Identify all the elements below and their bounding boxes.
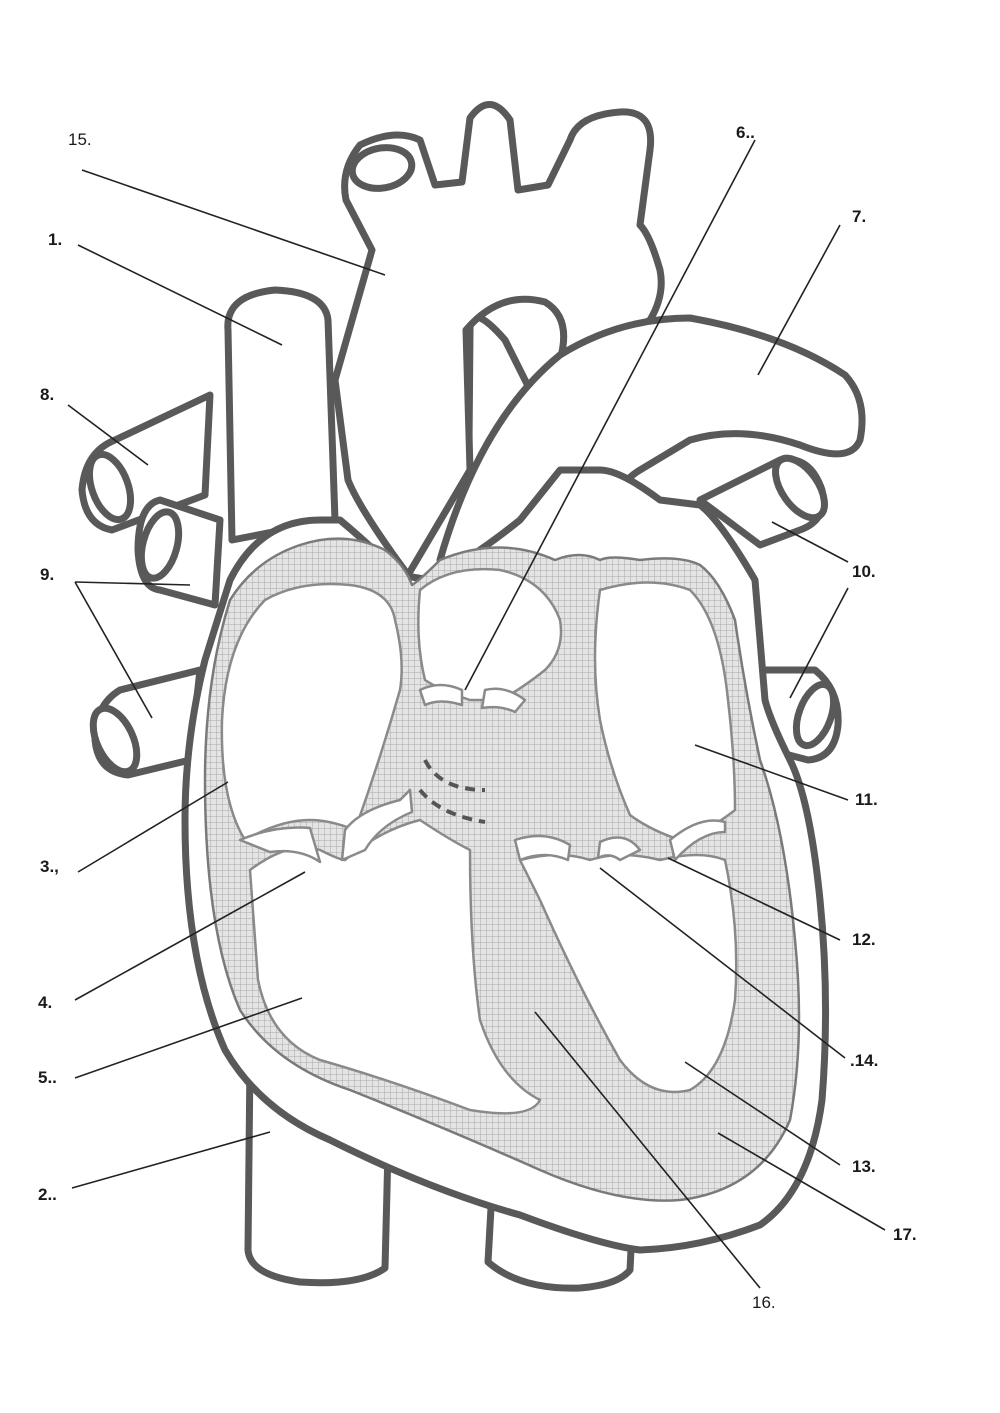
leader-13 (684, 1061, 841, 1166)
label-4: 4. (38, 993, 52, 1012)
label-7: 7. (852, 207, 866, 226)
label-6: 6.. (736, 123, 755, 142)
valves (238, 683, 727, 864)
leader-6 (464, 139, 756, 691)
leader-16 (534, 1011, 761, 1289)
leader-15 (81, 169, 386, 276)
leader-lines (67, 139, 886, 1289)
label-1: 1. (48, 230, 62, 249)
label-16: 16. (752, 1293, 776, 1312)
label-5: 5.. (38, 1068, 57, 1087)
label-12: 12. (852, 930, 876, 949)
leader-10b (789, 587, 849, 699)
leader-8 (67, 404, 149, 466)
leader-7 (757, 224, 841, 376)
dashed-septum-line (418, 759, 486, 824)
leader-1 (77, 244, 283, 346)
leader-17 (717, 1132, 886, 1231)
aortic-arch (331, 101, 665, 579)
label-10: 10. (852, 562, 876, 581)
leader-2 (71, 1131, 271, 1189)
label-8: 8. (40, 385, 54, 404)
label-11: 11. (855, 790, 878, 809)
leader-11 (694, 744, 849, 801)
leader-9a (74, 581, 191, 586)
leader-5 (74, 997, 303, 1079)
label-9: 9. (40, 565, 54, 584)
label-14: .14. (850, 1051, 878, 1070)
right-pulmonary-veins (78, 391, 224, 779)
leader-9b (74, 581, 153, 719)
label-13: 13. (852, 1157, 876, 1176)
leader-12 (667, 857, 841, 941)
myocardium (203, 537, 801, 1202)
leader-4 (74, 871, 306, 1001)
label-17: 17. (893, 1225, 917, 1244)
label-15: 15. (68, 130, 92, 149)
leader-14 (599, 867, 846, 1059)
labels: 15. 1. 8. 9. 3., 4. 5.. 2.. 6.. 7. 10. 1… (38, 123, 917, 1312)
superior-vena-cava (224, 286, 339, 544)
label-2: 2.. (38, 1185, 57, 1204)
leader-3 (77, 781, 229, 873)
label-3: 3., (40, 857, 59, 876)
leader-10a (771, 521, 849, 563)
